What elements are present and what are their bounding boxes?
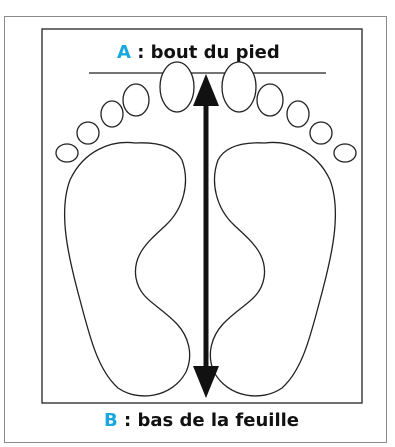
label-top-letter: A	[117, 42, 131, 63]
label-bottom-text: : bas de la feuille	[118, 410, 299, 431]
label-bottom-sheet: B : bas de la feuille	[104, 410, 299, 431]
label-top-text: : bout du pied	[131, 42, 280, 63]
label-top-toe: A : bout du pied	[117, 42, 280, 63]
label-bottom-letter: B	[104, 410, 118, 431]
